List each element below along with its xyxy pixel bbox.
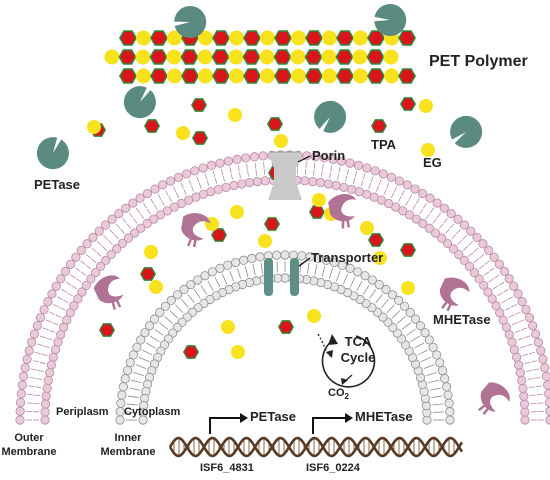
locus-isf6-0224: ISF6_0224 <box>306 462 360 474</box>
locus-isf6-4831: ISF6_4831 <box>200 462 254 474</box>
gene-mhetase-label: MHETase <box>355 409 413 424</box>
outer-membrane-label-1: Outer <box>14 432 44 444</box>
porin-icon <box>268 151 311 200</box>
pet-polymer-chain <box>104 30 416 84</box>
promoter-arrow-icon <box>209 413 353 434</box>
porin-label: Porin <box>312 148 346 163</box>
gene-petase-label: PETase <box>250 409 297 424</box>
outer-membrane-label-2: Membrane <box>1 446 57 458</box>
tca-line1: TCA <box>344 334 372 349</box>
tpa-label: TPA <box>371 137 397 152</box>
outer-membrane <box>15 150 550 425</box>
petase-label: PETase <box>34 177 81 192</box>
transporter-label: Transporter <box>311 250 384 265</box>
cytoplasm-label: Cytoplasm <box>124 406 181 418</box>
free-molecules <box>87 97 435 359</box>
pet-polymer-label: PET Polymer <box>429 53 528 70</box>
transporter-icon <box>264 257 311 296</box>
dna-helix-icon <box>168 436 464 458</box>
eg-label: EG <box>423 155 442 170</box>
petase-enzyme-icon <box>30 0 485 176</box>
co2-label: CO2 <box>328 387 349 402</box>
mhetase-label: MHETase <box>433 312 491 327</box>
inner-membrane <box>115 250 455 425</box>
inner-membrane-label-1: Inner <box>114 432 142 444</box>
tca-line2: Cycle <box>340 350 376 365</box>
tca-cycle-icon <box>317 333 376 388</box>
inner-membrane-label-2: Membrane <box>100 446 156 458</box>
periplasm-label: Periplasm <box>56 406 109 418</box>
